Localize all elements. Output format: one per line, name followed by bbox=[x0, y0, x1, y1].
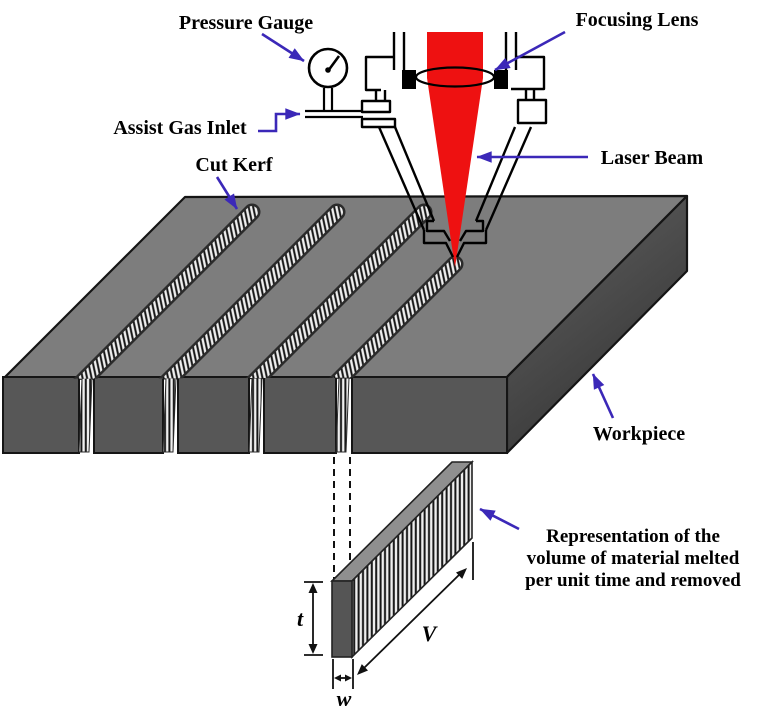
annotation-line-2: volume of material melted bbox=[527, 548, 740, 569]
pressure-gauge-arrow bbox=[261, 32, 305, 63]
annotation-line-3: per unit time and removed bbox=[525, 570, 741, 591]
front-block bbox=[93, 376, 164, 454]
label-assist-gas-inlet: Assist Gas Inlet bbox=[113, 117, 247, 139]
kerf-gap-4 bbox=[335, 377, 350, 453]
laser-head bbox=[360, 32, 548, 267]
pressure-gauge bbox=[307, 47, 349, 89]
cut-kerfs bbox=[71, 203, 464, 379]
cut-kerf-arrow bbox=[215, 176, 239, 210]
workpiece bbox=[1, 194, 689, 455]
kerf-3 bbox=[243, 203, 433, 379]
dimension-t bbox=[304, 581, 323, 656]
representation-arrow bbox=[479, 507, 520, 531]
kerf-1 bbox=[71, 203, 261, 379]
label-workpiece: Workpiece bbox=[593, 423, 685, 445]
label-cut-kerf: Cut Kerf bbox=[195, 154, 273, 176]
dimension-w bbox=[332, 659, 354, 689]
front-block bbox=[351, 376, 508, 454]
kerf-4-in-progress bbox=[326, 255, 464, 379]
label-dimension-w: w bbox=[337, 686, 352, 711]
head-left-housing bbox=[360, 32, 455, 258]
slab-front-face bbox=[331, 580, 353, 658]
focusing-lens-arrow bbox=[494, 30, 566, 72]
dashed-projection-lines bbox=[333, 457, 351, 579]
label-pressure-gauge: Pressure Gauge bbox=[179, 12, 313, 34]
head-right-housing bbox=[455, 32, 548, 258]
front-block bbox=[2, 376, 80, 454]
label-dimension-v: V bbox=[422, 621, 439, 646]
label-laser-beam: Laser Beam bbox=[601, 147, 704, 169]
kerf-2 bbox=[156, 203, 346, 379]
gauge-pivot bbox=[325, 67, 331, 73]
assist-gas-inlet-arrow bbox=[258, 108, 301, 133]
workpiece-arrow bbox=[591, 373, 615, 419]
assist-gas-pipe bbox=[305, 88, 363, 119]
lens-mount-right bbox=[494, 70, 508, 89]
dimension-v bbox=[357, 542, 474, 675]
laser-beam-shape bbox=[427, 32, 483, 267]
front-block bbox=[177, 376, 250, 454]
annotation-line-1: Representation of the bbox=[546, 526, 720, 547]
lens-mount-left bbox=[402, 70, 416, 89]
kerf-gap-walls bbox=[78, 377, 350, 453]
front-block bbox=[263, 376, 337, 454]
label-dimension-t: t bbox=[297, 606, 304, 631]
workpiece-front-blocks bbox=[2, 376, 508, 454]
kerf-gap-3 bbox=[248, 377, 263, 453]
label-focusing-lens: Focusing Lens bbox=[576, 9, 699, 31]
melted-volume-slab bbox=[330, 460, 474, 659]
